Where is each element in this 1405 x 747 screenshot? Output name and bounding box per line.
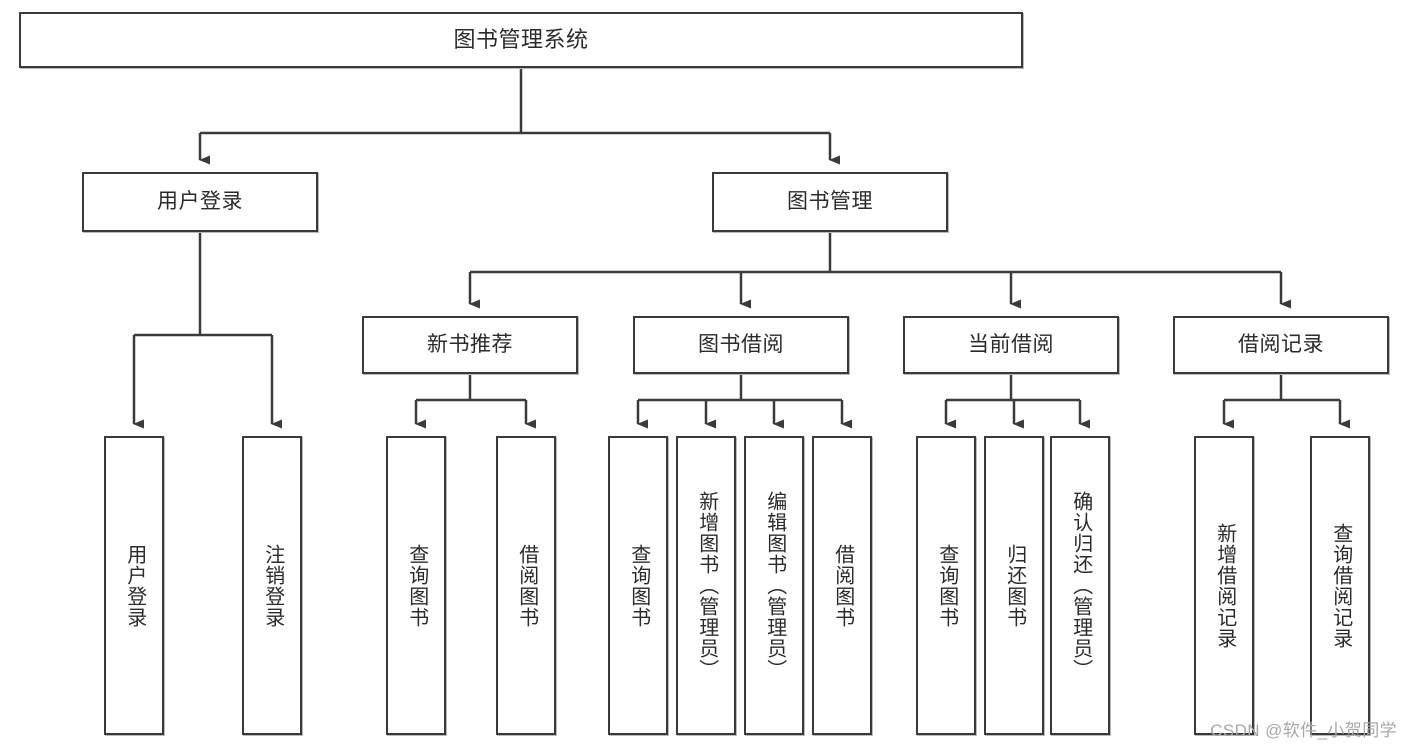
node-c2[interactable]: 归还图书 [984,436,1044,735]
node-l2[interactable]: 注销登录 [242,436,302,735]
node-root[interactable]: 图书管理系统 [19,12,1023,68]
node-label-l2: 注销登录 [261,543,284,628]
node-b4[interactable]: 借阅图书 [812,436,872,735]
node-label-r1: 新增借阅记录 [1213,522,1236,649]
csdn-watermark: CSDN @软件_小贺同学 [1210,721,1397,740]
node-label-records: 借阅记录 [1238,332,1324,356]
node-label-c2: 归还图书 [1003,543,1026,628]
node-records[interactable]: 借阅记录 [1173,316,1389,374]
node-label-b4: 借阅图书 [831,543,854,628]
node-l1[interactable]: 用户登录 [104,436,164,735]
node-c1[interactable]: 查询图书 [916,436,976,735]
node-label-b3: 编辑图书（管理员） [763,491,786,680]
node-b2[interactable]: 新增图书（管理员） [676,436,736,735]
node-label-current: 当前借阅 [968,332,1054,356]
node-n1[interactable]: 查询图书 [386,436,446,735]
node-label-root: 图书管理系统 [453,27,589,53]
node-label-newbook: 新书推荐 [427,332,513,356]
node-bookmgmt[interactable]: 图书管理 [712,172,948,232]
node-label-borrow: 图书借阅 [698,332,784,356]
node-b3[interactable]: 编辑图书（管理员） [744,436,804,735]
node-label-c1: 查询图书 [935,543,958,628]
node-b1[interactable]: 查询图书 [608,436,668,735]
node-label-bookmgmt: 图书管理 [787,189,873,213]
node-label-n2: 借阅图书 [515,543,538,628]
node-label-l1: 用户登录 [123,543,146,628]
node-label-r2: 查询借阅记录 [1329,522,1352,649]
node-label-b2: 新增图书（管理员） [695,491,718,680]
node-borrow[interactable]: 图书借阅 [633,316,849,374]
node-r1[interactable]: 新增借阅记录 [1194,436,1254,735]
node-login[interactable]: 用户登录 [82,172,318,232]
node-current[interactable]: 当前借阅 [903,316,1119,374]
node-newbook[interactable]: 新书推荐 [362,316,578,374]
node-label-login: 用户登录 [157,189,243,213]
node-c3[interactable]: 确认归还（管理员） [1050,436,1110,735]
node-r2[interactable]: 查询借阅记录 [1310,436,1370,735]
node-n2[interactable]: 借阅图书 [496,436,556,735]
node-label-n1: 查询图书 [405,543,428,628]
node-label-b1: 查询图书 [627,543,650,628]
node-label-c3: 确认归还（管理员） [1069,491,1092,680]
